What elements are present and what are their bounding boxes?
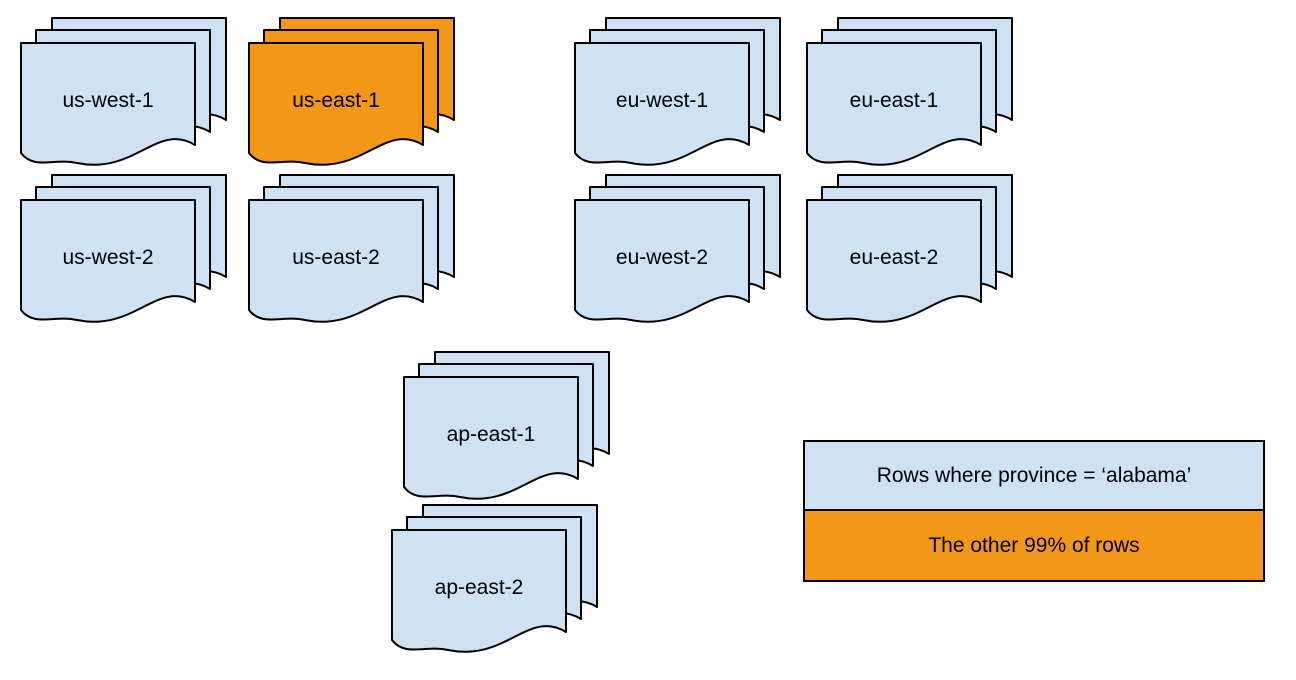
- document-shape: [403, 376, 579, 500]
- region-stack-eu-west-2: eu-west-2: [573, 173, 782, 326]
- document-shape: [574, 199, 750, 323]
- document-shape: [574, 42, 750, 166]
- region-stack-eu-west-1: eu-west-1: [573, 16, 782, 169]
- document-shape: [20, 42, 196, 166]
- region-stack-ap-east-2: ap-east-2: [390, 503, 599, 656]
- region-stack-us-east-1: us-east-1: [247, 16, 456, 169]
- region-stack-us-west-1: us-west-1: [19, 16, 228, 169]
- document-shape: [20, 199, 196, 323]
- document-shape: [248, 199, 424, 323]
- region-stack-us-east-2: us-east-2: [247, 173, 456, 326]
- document-shape: [391, 529, 567, 653]
- legend-item-other-rows: The other 99% of rows: [805, 511, 1263, 580]
- legend-item-label: Rows where province = ‘alabama’: [876, 463, 1192, 487]
- region-stack-eu-east-1: eu-east-1: [805, 16, 1014, 169]
- legend-item-label: The other 99% of rows: [928, 533, 1140, 557]
- legend-item-alabama-rows: Rows where province = ‘alabama’: [805, 442, 1263, 511]
- document-shape: [248, 42, 424, 166]
- region-stack-ap-east-1: ap-east-1: [402, 350, 611, 503]
- region-stack-eu-east-2: eu-east-2: [805, 173, 1014, 326]
- document-shape: [806, 42, 982, 166]
- region-stack-us-west-2: us-west-2: [19, 173, 228, 326]
- legend: Rows where province = ‘alabama’ The othe…: [803, 440, 1265, 582]
- document-shape: [806, 199, 982, 323]
